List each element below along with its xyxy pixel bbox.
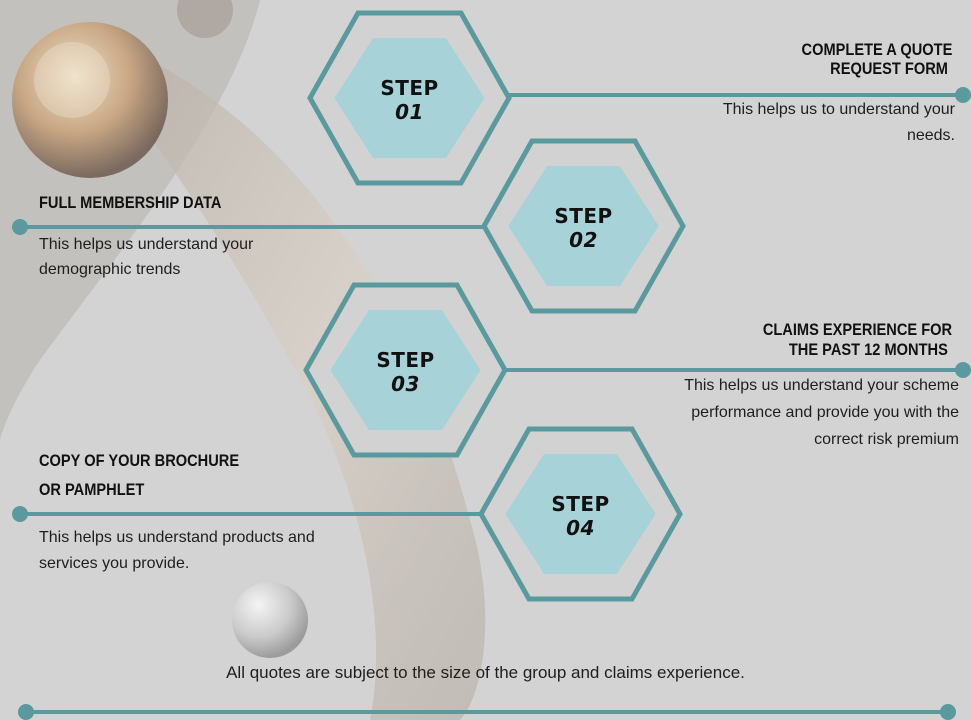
step-02-hexagon: STEP 02	[481, 138, 686, 314]
footer-note: All quotes are subject to the size of th…	[226, 663, 745, 682]
step-03-description-line2: performance and provide you with the	[691, 404, 959, 421]
step-02-number: 02	[569, 228, 598, 252]
step-03-number: 03	[391, 372, 420, 396]
connector-line-step-04	[20, 512, 490, 516]
connector-dot-step-02	[12, 219, 28, 235]
step-04-label: STEP	[551, 492, 610, 516]
step-01-title-line2: REQUEST FORM	[830, 59, 948, 78]
connector-line-step-01	[505, 93, 963, 97]
step-03-hexagon: STEP 03	[303, 282, 508, 458]
footer-line-dot-right	[940, 704, 956, 720]
connector-dot-step-04	[12, 506, 28, 522]
step-02-description-line1: This helps us understand your	[39, 236, 254, 253]
step-03-title-line2: THE PAST 12 MONTHS	[789, 340, 948, 359]
connector-dot-step-01	[955, 87, 971, 103]
connector-dot-step-03	[955, 362, 971, 378]
step-01-description-line1: This helps us to understand your	[722, 101, 955, 118]
step-02-label: STEP	[554, 204, 613, 228]
step-04-hexagon: STEP 04	[478, 426, 683, 602]
step-02-description-line2: demographic trends	[39, 261, 181, 278]
footer-line	[26, 710, 948, 714]
step-01-hexagon: STEP 01	[307, 10, 512, 186]
step-01-number: 01	[395, 100, 424, 124]
step-01-description-line2: needs.	[906, 127, 955, 144]
step-01-title: COMPLETE A QUOTE	[801, 40, 952, 59]
step-04-description-line1: This helps us understand products and	[39, 529, 315, 546]
step-04-description-line2: services you provide.	[39, 555, 190, 572]
footer-line-dot-left	[18, 704, 34, 720]
connector-line-step-02	[20, 225, 490, 229]
step-04-title-line2: OR PAMPHLET	[39, 480, 145, 499]
step-01-label: STEP	[380, 76, 439, 100]
step-03-label: STEP	[376, 348, 435, 372]
connector-line-step-03	[505, 368, 963, 372]
step-02-title: FULL MEMBERSHIP DATA	[39, 193, 222, 212]
step-04-title: COPY OF YOUR BROCHURE	[39, 451, 240, 470]
step-03-title: CLAIMS EXPERIENCE FOR	[762, 320, 952, 339]
step-03-description-line1: This helps us understand your scheme	[684, 377, 959, 394]
step-03-description-line3: correct risk premium	[814, 431, 959, 448]
step-04-number: 04	[566, 516, 595, 540]
